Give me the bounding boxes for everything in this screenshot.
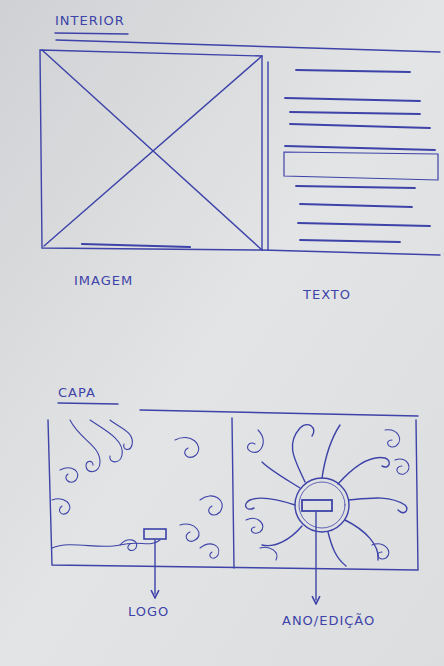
frame-line xyxy=(262,250,440,255)
sun-illustration xyxy=(246,425,407,566)
leader-arrow xyxy=(154,540,155,594)
logo-box xyxy=(144,529,166,539)
cover-heading: CAPA xyxy=(58,386,96,400)
leader-arrow xyxy=(315,512,316,600)
heading-underline xyxy=(55,33,128,34)
text-lines xyxy=(284,70,438,242)
heading-underline xyxy=(58,403,118,404)
year-edition-box xyxy=(302,500,332,511)
logo-label: LOGO xyxy=(128,605,169,619)
frame-line xyxy=(140,410,418,416)
text-label: TEXTO xyxy=(303,288,351,302)
year-edition-label: ANO/EDIÇÃO xyxy=(282,614,375,628)
image-cross xyxy=(42,50,262,250)
frame-line xyxy=(267,62,268,250)
interior-heading: INTERIOR xyxy=(55,14,125,28)
frame-line xyxy=(82,244,190,247)
image-box xyxy=(40,50,262,250)
frame-line xyxy=(56,40,440,52)
swirl-pattern xyxy=(52,420,409,560)
spine-line xyxy=(232,418,234,568)
image-label: IMAGEM xyxy=(74,274,133,288)
